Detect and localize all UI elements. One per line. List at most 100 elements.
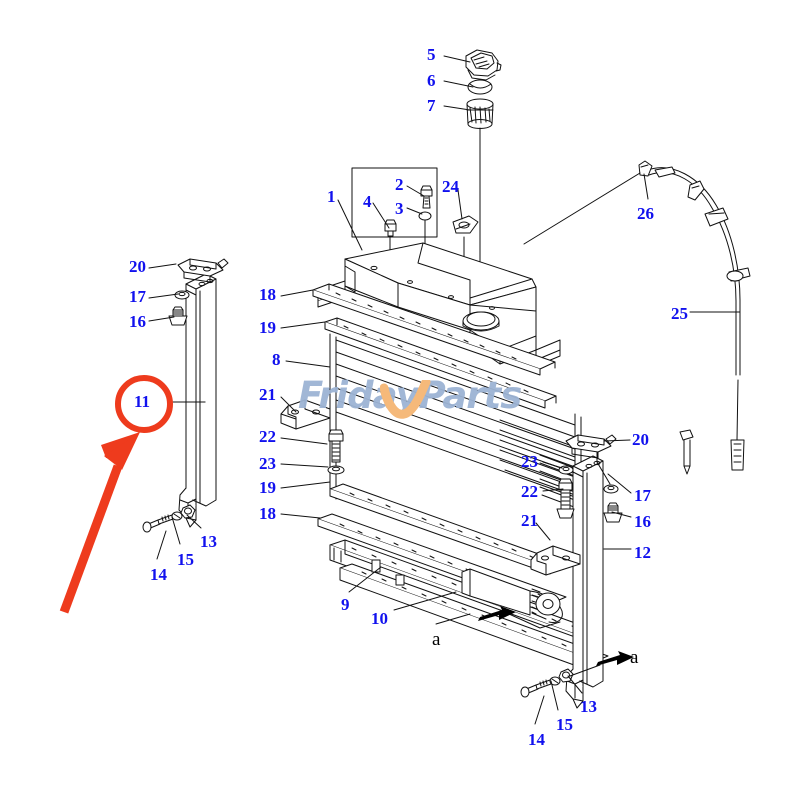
part-washer-17-right xyxy=(603,484,619,494)
callout-17R-leader xyxy=(607,473,632,494)
callout-4: 4 xyxy=(363,192,372,211)
detail-inset-box xyxy=(351,167,438,238)
callout-19b: 19 xyxy=(259,478,276,497)
callout-13R: 13 xyxy=(580,697,597,716)
callout-6: 6 xyxy=(427,71,436,90)
part-radiator-cap xyxy=(465,49,502,81)
callout-6-leader xyxy=(443,80,474,88)
callout-17R: 17 xyxy=(634,486,651,505)
callout-19b-leader xyxy=(280,481,331,489)
callout-1-leader xyxy=(337,199,363,251)
callout-9: 9 xyxy=(341,595,350,614)
callout-24: 24 xyxy=(442,177,459,196)
callout-23L-leader xyxy=(280,463,329,468)
callout-15L-leader xyxy=(171,516,181,545)
callout-25: 25 xyxy=(671,304,688,323)
part-bolt-2 xyxy=(420,185,433,209)
marker-a-right: a xyxy=(630,647,639,668)
callout-1: 1 xyxy=(327,187,336,206)
part-washer-23-left xyxy=(327,465,345,475)
callout-20R-leader xyxy=(603,439,631,442)
callout-13L-leader xyxy=(186,514,202,529)
callout-10: 10 xyxy=(371,609,388,628)
part-post-11 xyxy=(178,273,217,528)
callout-7-leader xyxy=(443,105,471,111)
callout-leader-lines xyxy=(148,55,741,725)
part-bolt-22-right xyxy=(556,478,575,519)
part-drain-outlet-10 xyxy=(461,568,563,629)
callout-10-leader xyxy=(393,591,457,611)
callout-15L: 15 xyxy=(177,550,194,569)
callout-15R-leader xyxy=(550,680,559,711)
callout-23R-leader xyxy=(542,461,563,469)
part-bracket-20-left xyxy=(177,258,229,283)
callout-20L-leader xyxy=(148,263,177,269)
part-filler-neck xyxy=(466,98,494,129)
part-washer-17-left xyxy=(174,290,190,300)
callout-8-leader xyxy=(285,360,331,368)
callout-22L-leader xyxy=(280,437,328,445)
part-plate-18-upper xyxy=(312,283,556,376)
callout-16R-leader xyxy=(611,511,632,518)
callout-26: 26 xyxy=(637,204,654,223)
callout-13L: 13 xyxy=(200,532,217,551)
callout-18a: 18 xyxy=(259,285,276,304)
callout-23R: 23 xyxy=(521,452,538,471)
marker-a-center: a xyxy=(432,629,441,650)
callout-22R: 22 xyxy=(521,482,538,501)
hose-to-tank-line xyxy=(523,172,641,245)
callout-22R-leader xyxy=(542,488,564,492)
callout-17L-leader xyxy=(148,293,179,299)
callout-21R-leader xyxy=(535,522,551,541)
callout-18a-leader xyxy=(280,289,314,297)
part-bolt-16-left xyxy=(168,306,188,326)
part-strip-19-upper xyxy=(324,317,557,409)
callout-2: 2 xyxy=(395,175,404,194)
callout-15R: 15 xyxy=(556,715,573,734)
callout-2-leader xyxy=(406,185,425,197)
part-bracket-20-right xyxy=(565,434,617,459)
callout-11: 11 xyxy=(134,392,151,411)
bracket-20-right-leader xyxy=(596,451,611,485)
callout-9-leader xyxy=(348,566,382,593)
callout-20L: 20 xyxy=(129,257,146,276)
callout-12: 12 xyxy=(634,543,651,562)
callout-19a-leader xyxy=(280,321,326,329)
callout-17L: 17 xyxy=(129,287,146,306)
callout-26-leader xyxy=(643,173,649,200)
callout-21L: 21 xyxy=(259,385,276,404)
callout-21R: 21 xyxy=(521,511,538,530)
part-cap-gasket xyxy=(467,79,493,95)
part-overflow-hose xyxy=(638,160,751,475)
callout-7: 7 xyxy=(427,96,436,115)
callout-24-leader xyxy=(457,189,463,220)
part-bracket-21-left xyxy=(280,399,331,430)
callout-23L: 23 xyxy=(259,454,276,473)
section-arrow-center xyxy=(478,606,516,621)
callout-18b-leader xyxy=(280,513,321,519)
callout-3-leader xyxy=(406,207,423,215)
callout-14R-leader xyxy=(534,695,545,725)
callout-14L: 14 xyxy=(150,565,167,584)
part-bolt-22-left xyxy=(328,429,344,463)
callout-16L-leader xyxy=(148,316,175,322)
part-strip-19-lower xyxy=(329,483,562,575)
callout-13R-leader xyxy=(567,675,583,694)
part-bracket-21-right xyxy=(530,545,581,576)
section-arrow-right xyxy=(596,651,634,666)
callout-3: 3 xyxy=(395,199,404,218)
callout-4-leader xyxy=(372,202,390,229)
callout-22L: 22 xyxy=(259,427,276,446)
callout-21L-leader xyxy=(280,396,297,413)
callout-19a: 19 xyxy=(259,318,276,337)
callout-14R: 14 xyxy=(528,730,545,749)
callout-18b: 18 xyxy=(259,504,276,523)
callout-16R: 16 xyxy=(634,512,651,531)
callout-5-leader xyxy=(443,55,471,63)
callout-20R: 20 xyxy=(632,430,649,449)
part-bolt-16-right xyxy=(603,502,623,523)
part-post-12 xyxy=(565,455,604,709)
callout-16L: 16 xyxy=(129,312,146,331)
